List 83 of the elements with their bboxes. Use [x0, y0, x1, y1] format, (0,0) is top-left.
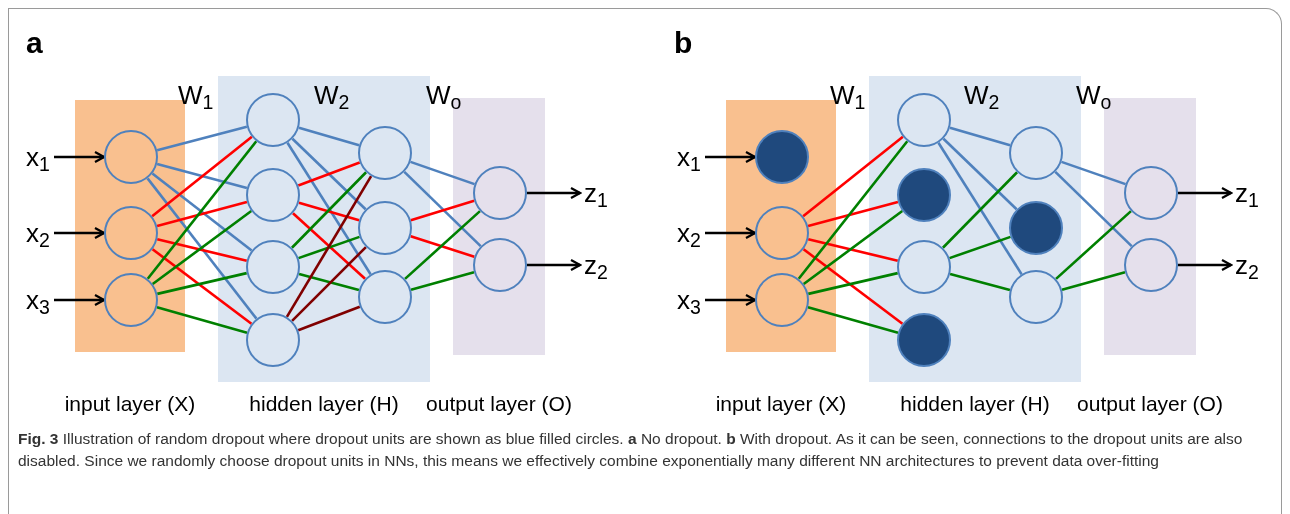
variable-label: x$_{3}$ [673, 283, 705, 317]
arrow [527, 186, 582, 200]
weight-label: W$_{o}$ [426, 82, 462, 108]
connection-line [1054, 170, 1133, 248]
connection-line [807, 200, 899, 228]
variable-label: x$_{1}$ [673, 140, 705, 174]
connection-line [151, 248, 253, 325]
connection-line [410, 235, 475, 258]
connection-line [151, 135, 253, 218]
connection-line [298, 126, 360, 147]
connection-line [410, 160, 475, 186]
weight-label: W$_{1}$ [830, 82, 866, 108]
connection-line [151, 210, 253, 285]
layer-label: output layer (O) [425, 391, 573, 417]
arrow [705, 150, 757, 164]
layer-label: input layer (X) [63, 391, 197, 417]
connection-line [146, 140, 258, 280]
variable-label: x$_{3}$ [22, 283, 54, 317]
arrow [705, 293, 757, 307]
weight-label: W$_{1}$ [178, 82, 214, 108]
connection-line [949, 235, 1011, 260]
connection-line [146, 177, 258, 320]
connection-line [808, 271, 898, 296]
variable-label: x$_{2}$ [22, 216, 54, 250]
connection-line [298, 235, 360, 260]
layer-label: hidden layer (H) [899, 391, 1051, 417]
variable-label: z$_{2}$ [1231, 248, 1263, 282]
connection-line [291, 137, 367, 211]
connection-line [297, 305, 361, 332]
connection-line [949, 126, 1011, 147]
layer-label: input layer (X) [714, 391, 848, 417]
arrow [54, 293, 106, 307]
connection-line [807, 238, 899, 262]
connection-line [403, 170, 482, 248]
connection-line [292, 212, 366, 280]
connection-line [942, 171, 1018, 249]
connection-line [156, 162, 248, 190]
weight-label: W$_{o}$ [1076, 82, 1112, 108]
connection-line [1061, 271, 1126, 291]
connection-line [156, 200, 248, 228]
variable-label: z$_{1}$ [1231, 176, 1263, 210]
arrow [705, 226, 757, 240]
connection-line [404, 210, 481, 280]
connection-line [937, 142, 1023, 275]
connection-line [949, 272, 1011, 292]
connection-line [157, 271, 247, 296]
arrow [54, 150, 106, 164]
arrow [54, 226, 106, 240]
arrow [1178, 186, 1233, 200]
connection-line [297, 161, 361, 187]
weight-label: W$_{2}$ [314, 82, 350, 108]
weight-label: W$_{2}$ [964, 82, 1000, 108]
connection-line [807, 306, 899, 334]
connection-line [156, 306, 248, 334]
connection-line [285, 175, 373, 318]
connection-line [291, 171, 367, 249]
connection-line [802, 210, 904, 285]
connection-line [410, 271, 475, 291]
arrow [527, 258, 582, 272]
connection-line [797, 140, 909, 280]
variable-label: x$_{1}$ [22, 140, 54, 174]
panel-letter: a [26, 28, 43, 58]
layer-label: hidden layer (H) [248, 391, 400, 417]
variable-label: z$_{2}$ [580, 248, 612, 282]
panel-letter: b [674, 28, 693, 58]
figure-caption: Fig. 3 Illustration of random dropout where dropout units are shown as blue filled circles. a No dropout. b With dropout. As it can be seen, connections to the dropout units are also disabled. Since we randomly choose dropout units in NNs, this means we effectively combine exponentially many different NN architectures to prevent data over-fitting [18, 429, 1244, 471]
arrow [1178, 258, 1233, 272]
variable-label: x$_{2}$ [673, 216, 705, 250]
connection-line [298, 272, 360, 292]
connection-line [286, 142, 372, 275]
connection-line [156, 125, 248, 152]
layer-label: output layer (O) [1076, 391, 1224, 417]
connection-line [1061, 160, 1126, 186]
connection-line [410, 199, 475, 222]
connection-line [151, 172, 253, 252]
connection-line [156, 238, 248, 262]
variable-label: z$_{1}$ [580, 176, 612, 210]
connection-line [298, 201, 360, 222]
connection-line [1055, 210, 1132, 280]
connection-line [802, 135, 904, 218]
connection-line [802, 248, 904, 325]
connection-line [942, 137, 1018, 211]
connection-line [291, 246, 367, 322]
